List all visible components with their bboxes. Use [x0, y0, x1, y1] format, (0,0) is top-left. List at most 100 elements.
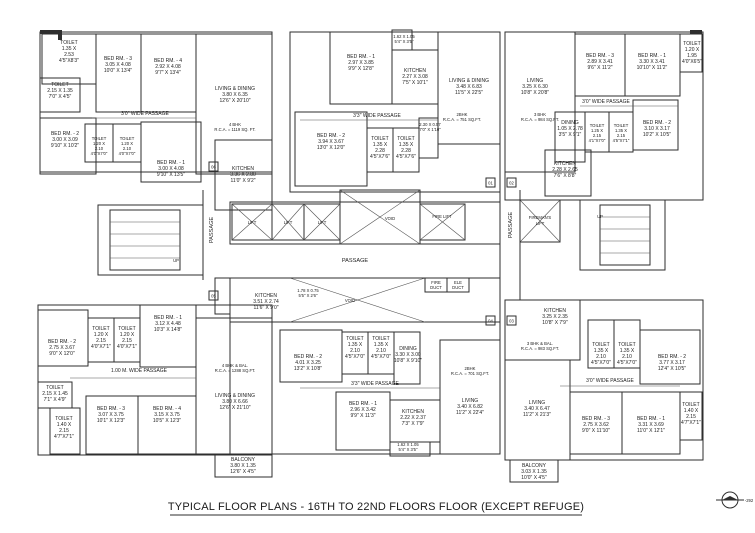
stair-up-left: UP	[173, 258, 179, 263]
room-label-line: 4'7"X7'1"	[681, 420, 701, 426]
room-label-line: 4'1"X7'0"	[589, 138, 606, 143]
room-label-line: 9'10" X 13'5"	[157, 172, 185, 178]
room-label-line: 2.15	[686, 414, 696, 420]
room-label-line: 3'5" X 9'1"	[559, 132, 582, 138]
room-label-line: 2BHK	[465, 366, 476, 371]
room-label-line: BED RM. - 3	[97, 406, 125, 412]
room-label-line: TOILET	[372, 336, 389, 342]
room-label-line: TOILET	[46, 385, 63, 391]
void-label-bottom: VOID	[345, 298, 355, 303]
room-label-line: 3'0" WIDE PASSAGE	[586, 378, 634, 384]
flat-bottom-left	[37, 277, 273, 478]
room-label-line: 2.15	[122, 338, 132, 344]
room-label-line: 4'7"X7'1"	[54, 434, 74, 440]
room-label-line: 10'2" X 10'5"	[643, 132, 671, 138]
room-label-line: KITCHEN	[255, 293, 277, 299]
room-label-line: 1.20 X	[93, 141, 105, 146]
room-label-line: 3'0" WIDE PASSAGE	[582, 99, 630, 105]
flat-bottom-center	[229, 277, 501, 457]
room-label-line: 4'5"X7'6"	[396, 154, 416, 160]
room-label-line: 1.78 X 0.75	[297, 288, 319, 293]
room-label-line: 3'0" WIDE PASSAGE	[121, 111, 169, 117]
room-label-line: 10'3" X 14'8"	[154, 327, 182, 333]
room-label-line: 3.77 X 3.17	[659, 360, 685, 366]
room-label-line: BED RM. - 1	[347, 54, 375, 60]
room-label-line: 3.12 X 4.48	[155, 321, 181, 327]
room-label-line: 2.10	[95, 146, 104, 151]
room-label-line: 13'0" X 12'0"	[317, 145, 345, 151]
room-label-line: 12'6" X 21'10"	[219, 405, 250, 411]
room-label-line: R.C.A. = 984 SQ.FT.	[521, 117, 559, 122]
room-label-br-passage: 3'0" WIDE PASSAGE	[586, 378, 634, 384]
lift-label-2: LIFT	[284, 220, 293, 225]
room-label-line: BED RM. - 2	[294, 354, 322, 360]
room-label-line: 3.40 X 6.47	[524, 406, 550, 412]
room-label-line: 2.27 X 3.08	[402, 74, 428, 80]
room-label-line: 7'5" X 10'1"	[402, 80, 428, 86]
room-label-line: 2.15	[593, 133, 602, 138]
tag-02: 02	[509, 181, 514, 186]
room-label-line: 3.25 X 6.30	[522, 84, 548, 90]
room-label-line: 9'9" X 11'3"	[350, 413, 375, 419]
room-label-line: 10'8" X 9'10"	[394, 358, 422, 364]
room-label-line: 3.30 X 3.41	[639, 59, 665, 65]
flat-top-center	[289, 29, 501, 193]
room-label-line: 10'0" X 4'5"	[521, 475, 547, 481]
room-label-line: BED RM. - 2	[643, 120, 671, 126]
room-label-line: 7'1" X 4'9"	[44, 397, 67, 403]
room-label-line: KITCHEN	[554, 161, 576, 167]
room-label-tl-passage: 3'0" WIDE PASSAGE	[121, 111, 169, 117]
room-label-line: BED RM. - 1	[638, 53, 666, 59]
room-label-line: 4'5"X8'3"	[59, 58, 79, 64]
room-label-line: LIVING & DINING	[215, 86, 255, 92]
room-label-line: 10'8" X 7'9"	[542, 320, 568, 326]
room-label-line: 1.05 X 2.78	[557, 126, 583, 132]
room-label-line: TOILET	[92, 326, 109, 332]
room-label-line: 3.00 X 4.08	[158, 166, 184, 172]
room-label-line: 2.75 X 3.67	[49, 345, 75, 351]
room-label-bl-passage: 1.00 M. WIDE PASSAGE	[111, 368, 168, 374]
room-label-line: R.C.A. = 701 SQ.FT.	[451, 371, 489, 376]
room-label-line: 2.10	[376, 348, 386, 354]
room-label-line: 2.10	[596, 354, 606, 360]
room-label-line: BED RM. - 3	[104, 56, 132, 62]
room-label-line: 3.31 X 3.69	[638, 422, 664, 428]
stair-up-right: UP	[597, 214, 603, 219]
room-label-line: TOILET	[92, 136, 107, 141]
passage-right-label: PASSAGE	[508, 212, 514, 239]
room-label-line: 2.10	[350, 348, 360, 354]
room-label-line: 3.05 X 4.08	[105, 62, 131, 68]
room-label-line: 2.89 X 3.41	[587, 59, 613, 65]
room-label-line: 3'3" WIDE PASSAGE	[353, 113, 401, 119]
room-label-line: 1.20 X	[685, 47, 700, 53]
room-label-line: 4'0"X7'1"	[117, 344, 137, 350]
void-label-top: VOID	[385, 216, 395, 221]
room-label-line: 2.22 X 2.37	[400, 415, 426, 421]
room-label-line: 9'9" X 12'8"	[348, 66, 374, 72]
